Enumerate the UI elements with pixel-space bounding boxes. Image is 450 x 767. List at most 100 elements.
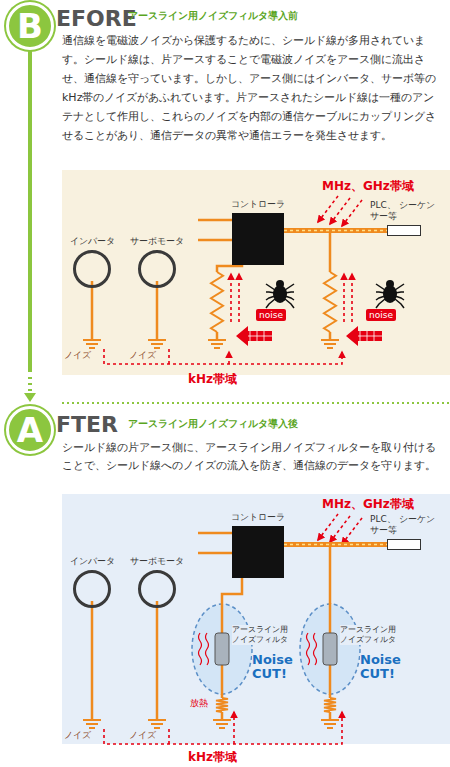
device-label: サーボモータ xyxy=(130,555,184,567)
ground-symbol xyxy=(214,347,220,349)
ground-symbol xyxy=(213,719,231,721)
ground-symbol xyxy=(219,727,225,729)
noise-filter: アースライン用 ノイズフィルタNoise CUT! xyxy=(190,603,310,695)
bug-leg xyxy=(266,292,275,293)
wire xyxy=(156,281,159,340)
frequency-label: kHz帯域 xyxy=(188,749,237,765)
ground-symbol xyxy=(324,343,336,345)
cable-core xyxy=(284,228,387,233)
heading-word: EFORE xyxy=(56,4,137,33)
green-link-dots xyxy=(28,377,32,392)
noise-path xyxy=(238,274,240,322)
plc-body xyxy=(387,225,421,236)
wire xyxy=(329,545,332,604)
noise-path xyxy=(230,274,232,322)
divider xyxy=(62,402,450,404)
cable-shield xyxy=(284,230,387,232)
bug-leg xyxy=(376,299,385,308)
shield-drain-coil xyxy=(211,272,223,332)
ferrite-core xyxy=(323,633,337,665)
ground-symbol xyxy=(151,343,163,345)
ground-symbol xyxy=(86,723,98,725)
controller-label: コントローラ xyxy=(231,198,285,210)
noise-label: ノイズ xyxy=(129,349,156,361)
noise-path xyxy=(343,274,345,322)
noise-path xyxy=(168,349,170,364)
motor-circle: サーボモータ xyxy=(128,549,186,608)
heading-word: FTER xyxy=(56,410,118,439)
heat-wave xyxy=(206,633,209,665)
filter-label: アースライン用 ノイズフィルタ xyxy=(340,625,400,645)
heat-wave xyxy=(199,633,202,665)
shield-drain-coil xyxy=(216,698,228,712)
ground-symbol xyxy=(89,347,95,349)
shield-drain-wire xyxy=(222,578,242,603)
wire xyxy=(198,552,232,555)
wire xyxy=(198,532,232,535)
wire xyxy=(221,712,224,720)
wire xyxy=(329,232,332,272)
bug-leg xyxy=(285,299,294,308)
before-panel xyxy=(62,170,450,375)
bug-leg xyxy=(376,292,385,293)
controller-body xyxy=(232,526,284,578)
ground-symbol xyxy=(211,343,223,345)
bug-leg xyxy=(266,299,275,308)
filter-ellipse xyxy=(192,604,252,694)
noise-path xyxy=(233,712,235,744)
section-badge: A xyxy=(6,406,54,454)
noise-path xyxy=(351,274,353,322)
wire xyxy=(198,219,232,222)
noise-label: ノイズ xyxy=(64,349,91,361)
noise-bug xyxy=(266,280,294,308)
bug-head xyxy=(276,280,284,288)
plc-label: PLC、 シーケンサー等 xyxy=(370,514,438,536)
ground-symbol xyxy=(151,723,163,725)
ground-symbol xyxy=(216,723,228,725)
brick-line xyxy=(358,336,382,337)
wire xyxy=(198,239,232,242)
noise-path xyxy=(342,200,362,226)
filter-ellipse xyxy=(300,604,360,694)
device-label: インバータ xyxy=(70,235,115,247)
badge-letter: B xyxy=(9,5,51,47)
wire xyxy=(91,281,94,340)
frequency-label: kHz帯域 xyxy=(188,371,237,387)
heat-wave xyxy=(314,633,317,665)
noise-cut-label: Noise CUT! xyxy=(360,653,408,681)
motor-circle: インバータ xyxy=(68,549,117,608)
ground-symbol xyxy=(321,339,339,341)
cable-shield xyxy=(284,544,387,546)
bug-head xyxy=(386,280,394,288)
ground-symbol xyxy=(321,719,339,721)
noise-bug xyxy=(376,280,404,308)
heat-label: 放熱 xyxy=(190,697,208,709)
wire xyxy=(91,601,94,720)
blocked-noise-arrow xyxy=(346,326,382,346)
filter-outline xyxy=(190,603,254,695)
subtitle: アースライン用ノイズフィルタ導入後 xyxy=(128,418,298,430)
shield-drain-coil xyxy=(324,272,336,332)
wire xyxy=(329,332,332,340)
wire xyxy=(329,712,332,720)
green-link-head xyxy=(24,393,36,402)
noise-path xyxy=(168,729,170,744)
noise-tag: noise xyxy=(366,309,396,321)
frequency-label: MHz、GHz帯域 xyxy=(322,178,414,194)
badge-letter: A xyxy=(9,409,51,451)
motor-ring xyxy=(73,250,111,288)
filter-outline xyxy=(298,603,362,695)
controller-body xyxy=(232,213,284,265)
ground-symbol xyxy=(89,727,95,729)
shielded-cable xyxy=(284,230,387,231)
ground-symbol xyxy=(86,343,98,345)
ground-symbol xyxy=(327,727,333,729)
controller-label: コントローラ xyxy=(231,511,285,523)
frequency-label: MHz、GHz帯域 xyxy=(322,496,414,512)
device-label: インバータ xyxy=(70,555,115,567)
ground-symbol xyxy=(154,727,160,729)
controller-box: コントローラ xyxy=(229,505,287,578)
ferrite-core xyxy=(215,633,229,665)
plc-body xyxy=(387,539,421,550)
section-badge: B xyxy=(6,2,54,50)
